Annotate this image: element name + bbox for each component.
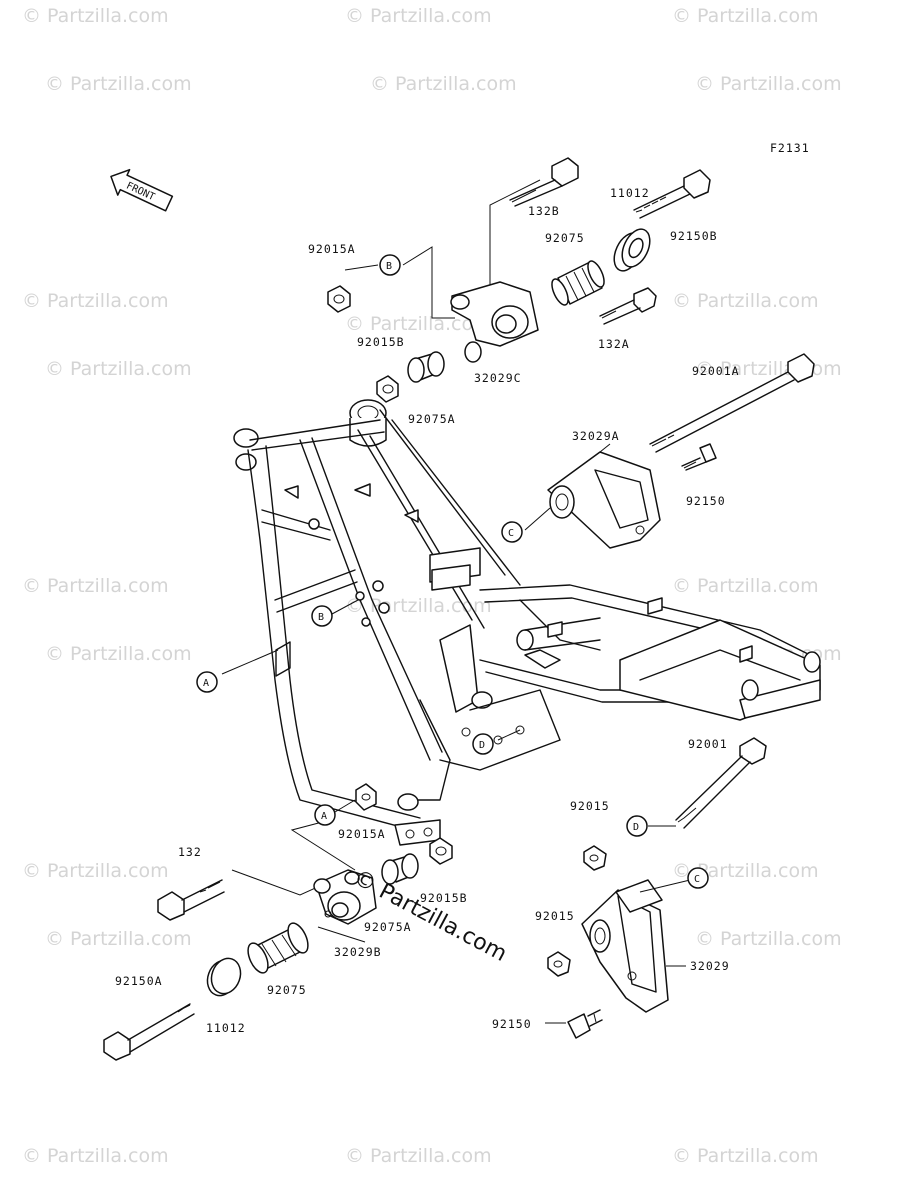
watermark-text: © Partzilla.com [345,1145,492,1167]
upper-mount-assembly [327,157,711,403]
long-bolt-92001a [649,353,815,453]
bolt-92150b [633,169,711,219]
watermark-text: © Partzilla.com [345,5,492,27]
collar-92075-top [551,260,605,306]
callout-b-text: B [386,261,392,272]
nut-92015-bottom [547,951,571,977]
label-92001a: 92001A [692,364,740,378]
label-92015b-bottom: 92015B [420,891,468,905]
long-bolt-92001 [675,737,767,829]
label-92015a-bottom: 92015A [338,827,386,841]
callout-b-text: B [318,612,324,623]
bracket-32029a [547,451,661,549]
watermark-text: © Partzilla.com [672,5,819,27]
callout-a-lower [314,804,336,826]
callout-d-lower [626,815,648,837]
collar-92075a-top [407,351,445,383]
watermark-text: © Partzilla.com [22,575,169,597]
bolt-92150-mid [681,443,717,471]
bolt-92150-bottom [567,1009,603,1039]
bolt-92150a [103,1003,195,1061]
motorcycle-frame [233,399,821,846]
label-11012-bottom: 11012 [206,1021,246,1035]
label-132a: 132A [598,337,630,351]
callout-c-text: C [694,874,700,885]
right-upper-mount [524,353,815,549]
callout-d-text: D [633,822,639,833]
label-92015b-top: 92015B [357,335,405,349]
bracket-32029c [450,281,539,363]
washer-11012-bottom [206,957,242,997]
watermark-text: © Partzilla.com [345,595,492,617]
watermark-text: © Partzilla.com [45,358,192,380]
callout-d-text: D [479,740,485,751]
callout-a-frame [196,671,218,693]
callout-c-upper [501,521,523,543]
label-92001: 92001 [688,737,728,751]
label-92150-bottom: 92150 [492,1017,532,1031]
label-32029c: 32029C [474,371,522,385]
label-92075-bottom: 92075 [267,983,307,997]
watermark-text: © Partzilla.com [672,575,819,597]
label-92015-mid: 92015 [570,799,610,813]
watermark-text: © Partzilla.com [45,73,192,95]
label-92015-bottom: 92015 [535,909,575,923]
label-132b: 132B [528,204,560,218]
bolt-132 [157,879,225,921]
label-92015a-top: 92015A [308,242,356,256]
callout-a-text: A [321,811,327,822]
label-92075a-bottom: 92075A [364,920,412,934]
label-32029a: 32029A [572,429,620,443]
collar-92075a-bottom [381,853,419,885]
bolt-132b [509,157,579,207]
callout-c-text: C [508,528,514,539]
callouts: B C B A D A D C [196,254,709,889]
collar-92075-bottom [247,922,309,974]
bracket-32029b [313,869,377,925]
watermark-text: © Partzilla.com [22,860,169,882]
watermark-text: © Partzilla.com [370,73,517,95]
callout-a-text: A [203,678,209,689]
nut-92015-mid [583,845,607,871]
label-92075-top: 92075 [545,231,585,245]
watermark-text: © Partzilla.com [672,290,819,312]
lower-right-mount [497,729,767,1039]
washer-11012-top [613,228,651,272]
watermark-text: © Partzilla.com [695,73,842,95]
label-11012-top: 11012 [610,186,650,200]
watermark-text: © Partzilla.com [695,928,842,950]
label-32029b: 32029B [334,945,382,959]
part-labels: 132B 11012 92075 92150B 92015A 132A 9201… [115,186,740,1035]
label-92150-mid: 92150 [686,494,726,508]
label-92150b: 92150B [670,229,718,243]
label-132: 132 [178,845,202,859]
lower-left-mount [103,599,453,1061]
callout-b-frame [311,605,333,627]
label-92150a: 92150A [115,974,163,988]
nut-92015a-top [327,285,351,313]
nut-92015a-bottom [355,783,377,811]
callout-b-top [379,254,401,276]
nut-92015b-bottom [429,837,453,865]
watermark-text: © Partzilla.com [22,1145,169,1167]
watermark-text: © Partzilla.com [22,290,169,312]
nut-92015b-top [376,375,399,403]
front-arrow-icon: FRONT [110,168,174,212]
figure-id: F2131 [770,141,810,155]
callout-c-lower [687,867,709,889]
label-32029: 32029 [690,959,730,973]
watermark-text: © Partzilla.com [672,860,819,882]
watermark-text: © Partzilla.com [45,643,192,665]
watermark-text: © Partzilla.com [45,928,192,950]
watermark-text: © Partzilla.com [672,1145,819,1167]
bracket-32029 [581,879,669,1013]
watermark-text: © Partzilla.com [22,5,169,27]
bolt-132a [599,287,657,325]
callout-d-frame [472,733,494,755]
label-92075a-top: 92075A [408,412,456,426]
